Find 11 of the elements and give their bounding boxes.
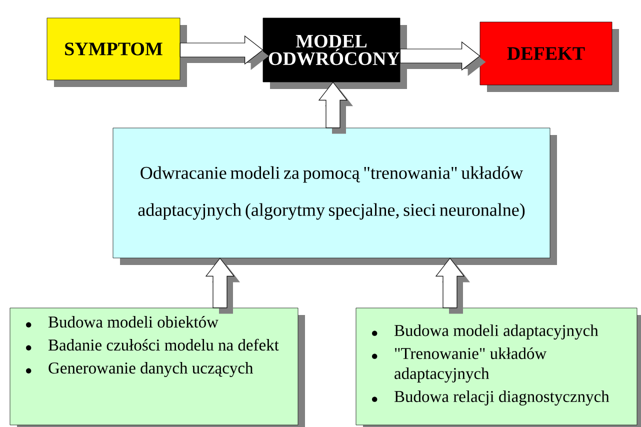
model-box: MODEL ODWRÓCONY (262, 18, 407, 89)
block-arrow (435, 258, 470, 314)
block-arrow (180, 35, 269, 70)
block-arrow (400, 41, 486, 76)
symptom-box: SYMPTOM (46, 18, 187, 87)
defect-box: DEFEKT (480, 22, 619, 92)
list-box: Budowa modeli adaptacyjnych "Trenowanie" układów adaptacyjnych Budowa relacji diagnostycznych (356, 308, 641, 427)
process-box: Odwracanie modeli za pomocą "trenowania" układów adaptacyjnych (algorytmy specjalne, sieci neuronalne) (112, 128, 557, 265)
list-box: Budowa modeli obiektów Badanie czułości modelu na defekt Generowanie danych uczących (10, 308, 305, 427)
block-arrow (205, 258, 240, 314)
block-arrow (318, 82, 353, 134)
